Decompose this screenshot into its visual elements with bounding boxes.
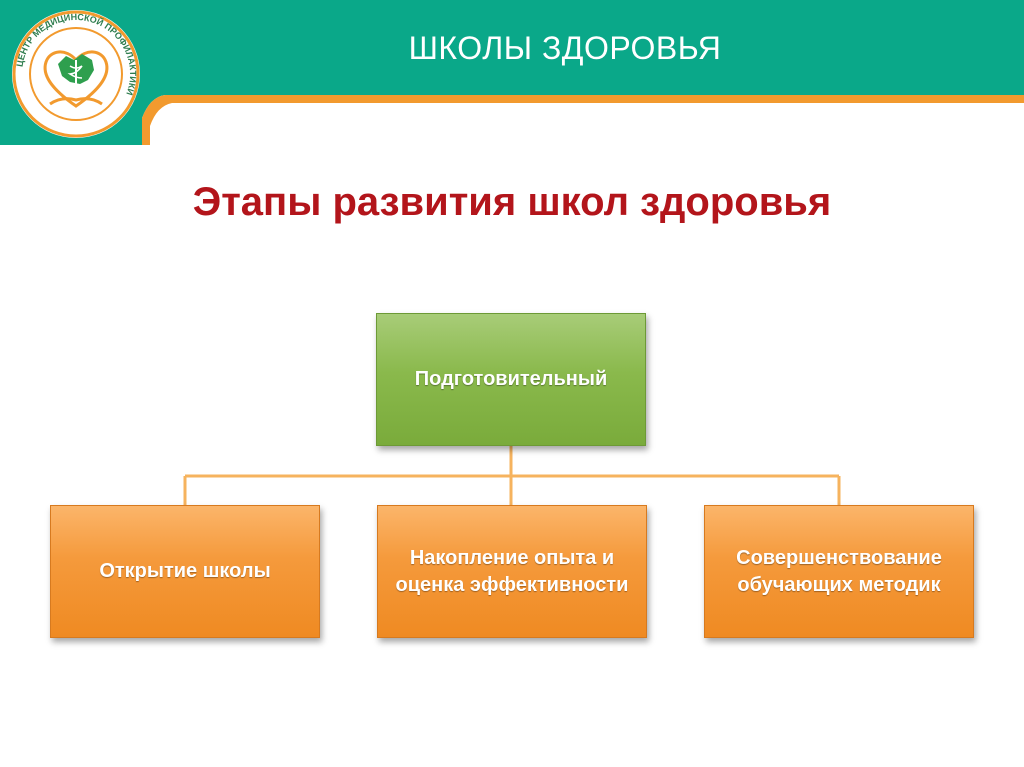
header-shape (0, 0, 1024, 145)
header-band: ШКОЛЫ ЗДОРОВЬЯ (0, 0, 1024, 145)
node-child-2-label: Накопление опыта и оценка эффективности (395, 546, 629, 596)
node-child-1: Открытие школы (50, 505, 320, 638)
node-child-3: Совершенствование обучающих методик (704, 505, 974, 638)
caduceus-icon (67, 65, 83, 79)
logo-ring (12, 10, 140, 138)
logo: ЦЕНТР МЕДИЦИНСКОЙ ПРОФИЛАКТИКИ (10, 8, 142, 140)
hands-icon (49, 97, 103, 106)
header-title: ШКОЛЫ ЗДОРОВЬЯ (408, 30, 722, 66)
node-child-1-label: Открытие школы (99, 560, 271, 582)
node-child-2: Накопление опыта и оценка эффективности (377, 505, 647, 638)
node-child-3-label: Совершенствование обучающих методик (736, 546, 942, 596)
node-root: Подготовительный (376, 313, 646, 446)
node-root-label: Подготовительный (414, 368, 608, 390)
main-title: Этапы развития школ здоровья (192, 180, 832, 224)
